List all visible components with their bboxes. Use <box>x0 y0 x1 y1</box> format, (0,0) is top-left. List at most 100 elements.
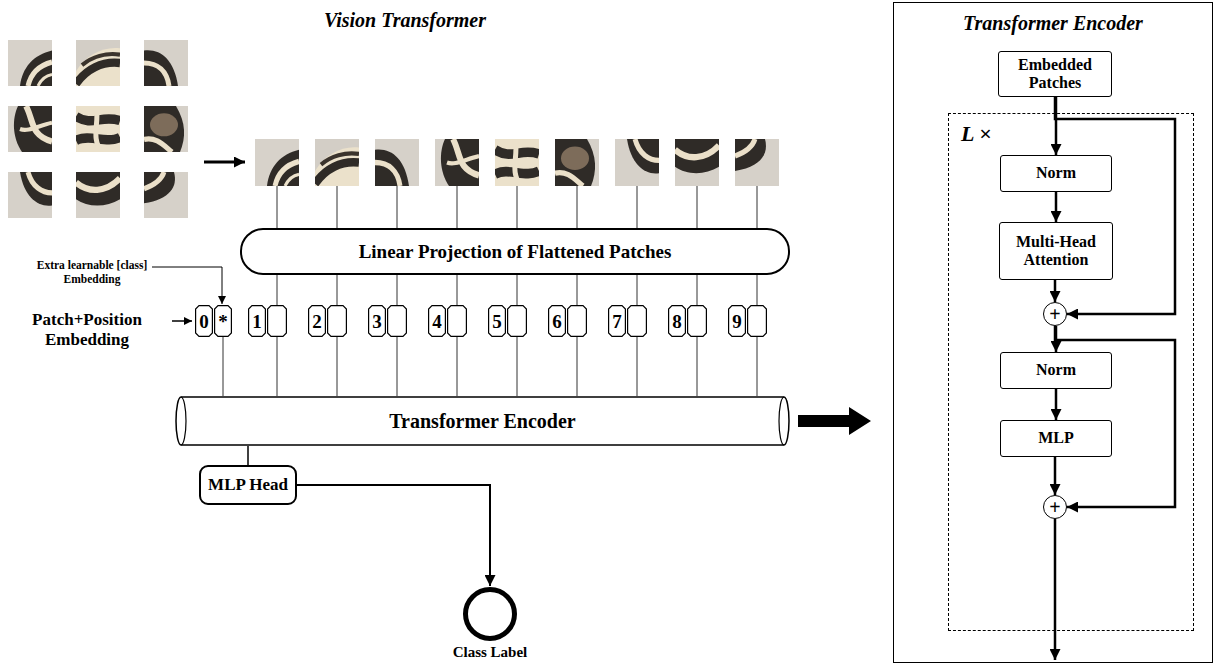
token-outline <box>215 306 232 337</box>
token-embedding: 5 <box>488 305 527 337</box>
token-number: 2 <box>312 312 322 331</box>
annotation-label: Patch+Position Embedding <box>6 310 168 350</box>
image-patch <box>8 106 52 152</box>
token-outline <box>687 305 707 337</box>
token-outline <box>508 306 527 337</box>
token-box <box>687 305 707 337</box>
token-embedding: 8 <box>668 305 707 337</box>
connector <box>457 275 458 305</box>
token-outline <box>448 306 467 337</box>
token-outline <box>489 306 506 337</box>
token-box: 8 <box>668 305 686 337</box>
token-outline <box>268 306 287 337</box>
connector <box>277 275 278 305</box>
connector <box>517 337 518 396</box>
connector <box>637 275 638 305</box>
patch-lead <box>457 186 458 228</box>
label-holder: Extra learnable [class] Embedding <box>36 259 148 286</box>
connector <box>223 337 224 396</box>
patch-lead <box>637 186 638 228</box>
class-circle <box>462 586 518 642</box>
token-outline <box>447 305 467 337</box>
token-embedding: 1 <box>248 305 287 337</box>
image-patch <box>76 172 120 218</box>
token-number: 9 <box>732 312 742 331</box>
token-box: 3 <box>368 305 386 337</box>
token-box: 6 <box>548 305 566 337</box>
connector <box>247 446 249 465</box>
token-box: 9 <box>728 305 746 337</box>
token-outline <box>196 306 213 337</box>
token-outline <box>369 306 386 337</box>
output-arrow <box>1054 519 1057 660</box>
norm-box: Norm <box>1000 155 1112 192</box>
patch-lead <box>397 186 398 228</box>
token-number: 6 <box>552 312 562 331</box>
add-node: + <box>1043 302 1067 326</box>
image-patch <box>735 139 779 186</box>
token-embedding: 6 <box>548 305 587 337</box>
token-box <box>567 305 587 337</box>
diagram-title: Vision Transformer <box>255 8 555 32</box>
image-patch <box>76 106 120 152</box>
class-circle <box>466 590 515 639</box>
token-number: 1 <box>252 312 262 331</box>
patch-lead <box>577 186 578 228</box>
token-outline <box>328 306 347 337</box>
image-patch <box>255 139 299 186</box>
token-number: 5 <box>492 312 502 331</box>
patch-sequence <box>255 139 779 186</box>
token-box: * <box>214 305 232 337</box>
token-number: 0 <box>199 312 209 331</box>
patch-lead <box>697 186 698 228</box>
box-text: MLP <box>1038 429 1074 447</box>
add-symbol: + <box>1049 497 1060 517</box>
token-outline <box>567 305 587 337</box>
connector <box>757 275 758 305</box>
token-embedding: 9 <box>728 305 767 337</box>
connector <box>297 485 490 586</box>
token-outline <box>748 306 767 337</box>
encoder-cap <box>181 397 186 445</box>
token-number: 4 <box>432 312 442 331</box>
connector <box>1054 457 1057 495</box>
image-patch <box>375 139 419 186</box>
patch-lead <box>757 186 758 228</box>
token-outline <box>729 306 746 337</box>
token-outline <box>327 305 347 337</box>
token-outline <box>669 306 686 337</box>
mlp-box: MLP <box>1000 420 1112 457</box>
panel-title: Transformer Encoder <box>894 11 1212 35</box>
box-text: Linear Projection of Flattened Patches <box>359 241 672 263</box>
patch-grid <box>8 40 188 218</box>
token-box: 2 <box>308 305 326 337</box>
token-outline <box>747 305 767 337</box>
box-text: Embedded Patches <box>1005 56 1105 93</box>
token-box <box>327 305 347 337</box>
connector <box>1055 192 1058 222</box>
leader-arrow <box>172 320 192 322</box>
token-outline <box>249 306 266 337</box>
add-node: + <box>1043 495 1067 519</box>
image-patch <box>615 139 659 186</box>
token-outline <box>387 305 407 337</box>
image-patch <box>8 40 52 86</box>
class-label: Class Label <box>438 644 542 661</box>
token-box <box>747 305 767 337</box>
image-patch <box>144 106 188 152</box>
token-box <box>447 305 467 337</box>
connector <box>457 337 458 396</box>
token-embedding: 0* <box>195 305 232 337</box>
token-outline <box>688 306 707 337</box>
connector <box>397 337 398 396</box>
connector <box>577 337 578 396</box>
encoder-outline <box>176 397 789 445</box>
connector <box>277 337 278 396</box>
encoder-bar: Transformer Encoder <box>175 396 790 446</box>
image-patch <box>144 40 188 86</box>
token-box <box>387 305 407 337</box>
connector <box>337 337 338 396</box>
connector <box>397 275 398 305</box>
image-patch <box>555 139 599 186</box>
token-embedding: 4 <box>428 305 467 337</box>
